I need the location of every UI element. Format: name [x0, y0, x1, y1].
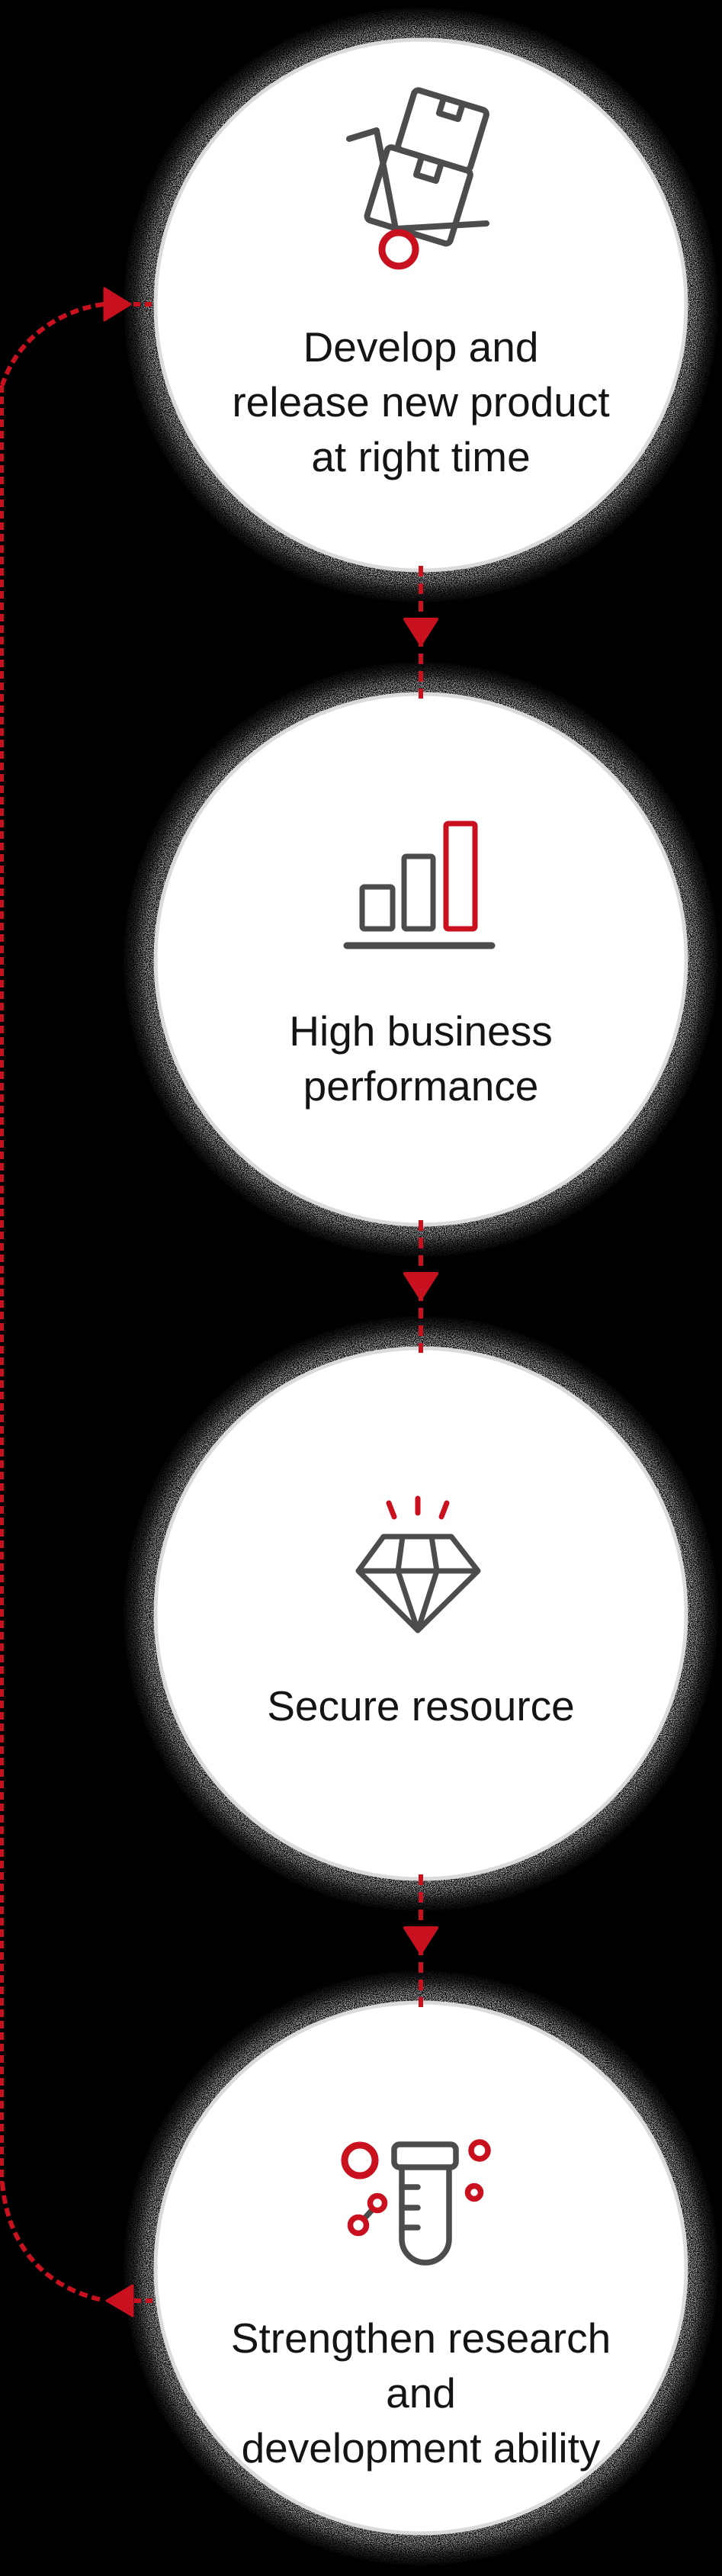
arrow-down-icon-2 — [403, 1272, 438, 1300]
molecule-atom-2 — [347, 2214, 370, 2237]
step-4-label: Strengthen research and development abil… — [230, 2314, 611, 2472]
sparkle-icon — [386, 1495, 450, 1520]
tube-rim — [391, 2141, 459, 2170]
box-upper — [395, 87, 489, 173]
diamond-icon — [355, 1534, 481, 1633]
bubble-top-right — [468, 2139, 491, 2162]
step-circle-2 — [153, 692, 688, 1227]
loop-curve-top — [0, 302, 104, 386]
bar-medium — [401, 853, 436, 932]
bubble-large — [341, 2141, 379, 2179]
step-2-label: High business performance — [289, 1007, 553, 1110]
hand-truck-boxes-icon — [346, 87, 489, 270]
down-connectors — [403, 566, 438, 2007]
diamond-facet-lower — [395, 1569, 440, 1633]
bar-tall-red — [443, 821, 478, 932]
arrow-right-icon — [103, 287, 132, 322]
bubble-mid-right — [464, 2183, 484, 2202]
step-3-label: Secure resource — [267, 1682, 575, 1730]
sparkle-left — [386, 1500, 397, 1520]
feedback-loop — [0, 287, 157, 2317]
arrow-down-icon-3 — [403, 1926, 438, 1954]
diamond-facet-right — [428, 1536, 440, 1572]
step-1-label: Develop and release new product at right… — [232, 323, 610, 480]
bar-small — [359, 884, 396, 932]
arrow-left-icon — [105, 2284, 134, 2317]
diamond-outline — [355, 1534, 481, 1633]
arrow-down-icon-1 — [403, 618, 438, 646]
tube-body — [399, 2164, 452, 2266]
hand-truck-frame — [346, 127, 489, 232]
molecule-atom-1 — [367, 2192, 388, 2214]
sparkle-right — [438, 1500, 450, 1520]
hand-truck-wheel — [378, 229, 419, 270]
box-lower-flap — [412, 153, 445, 185]
box-upper-flap — [435, 95, 466, 123]
loop-curve-bottom — [0, 2182, 103, 2302]
step-circle-1 — [153, 37, 688, 573]
bar-chart-icon — [343, 821, 496, 949]
diamond-facet-left — [395, 1536, 406, 1572]
molecule-bubbles-icon — [341, 2139, 491, 2237]
